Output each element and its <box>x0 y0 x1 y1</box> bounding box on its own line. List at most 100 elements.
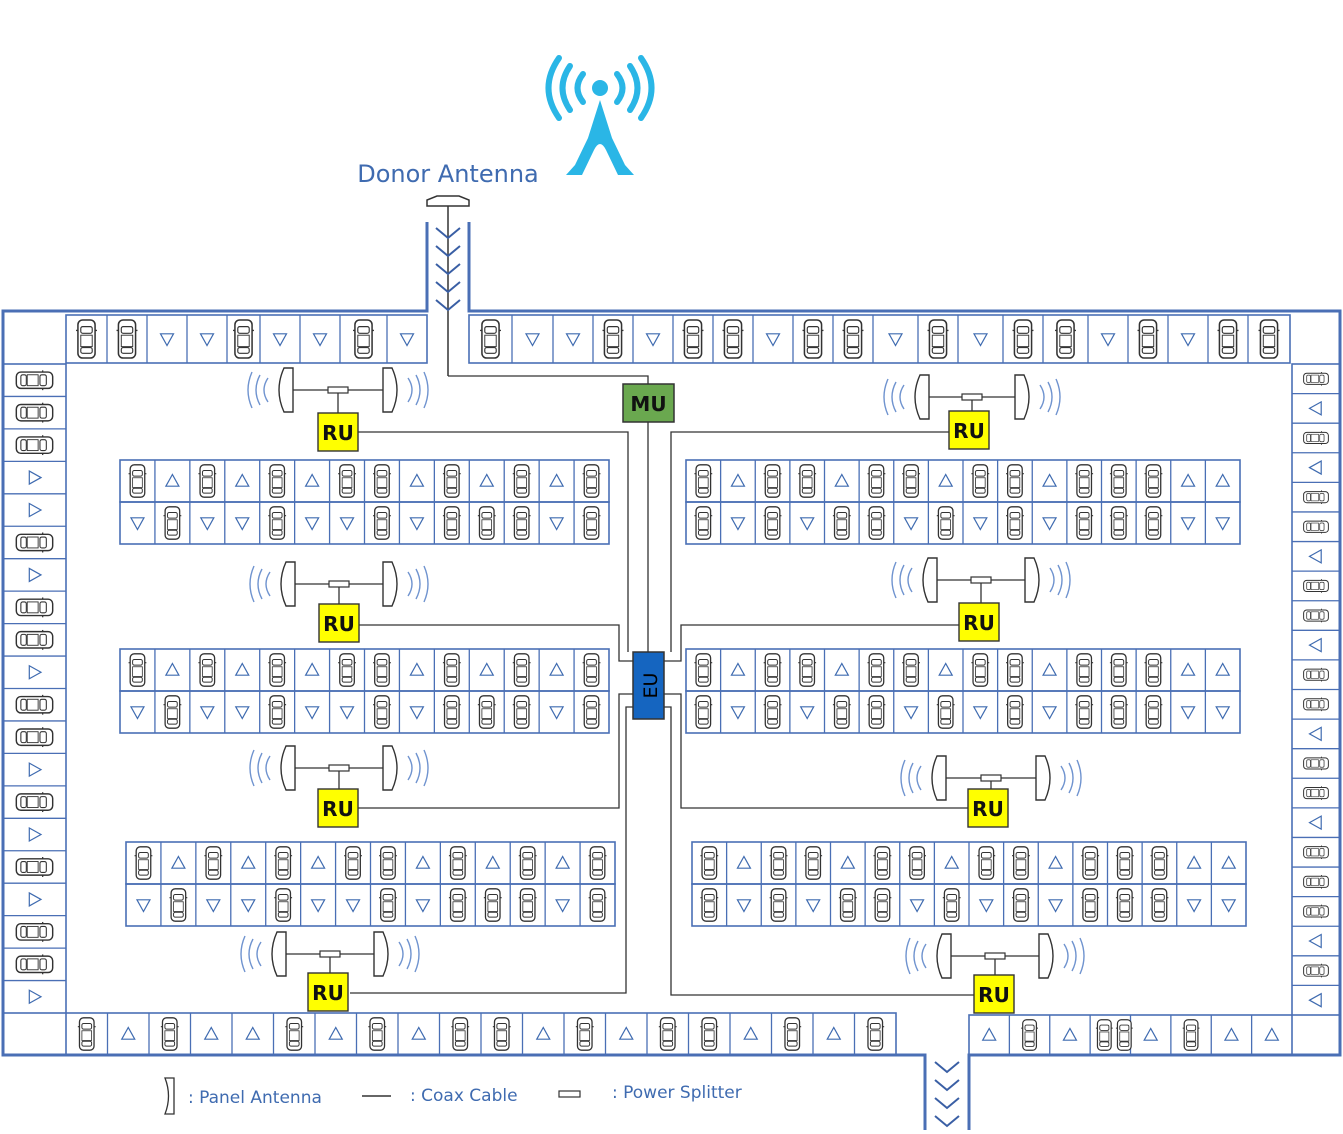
direction-arrow-icon <box>234 517 250 531</box>
car-icon <box>15 597 54 618</box>
car-icon <box>511 464 532 498</box>
car-icon <box>197 464 218 498</box>
antenna-group-8 <box>905 933 1085 979</box>
car-icon <box>442 653 462 687</box>
direction-arrow-icon <box>415 855 431 869</box>
car-icon <box>1095 1019 1114 1051</box>
car-icon <box>1074 653 1094 687</box>
car-icon <box>511 653 532 687</box>
car-icon <box>768 846 789 880</box>
direction-arrow-icon <box>234 706 250 720</box>
car-icon <box>872 888 893 922</box>
car-icon <box>1303 696 1329 712</box>
car-icon <box>15 727 54 748</box>
coax-cable <box>357 693 633 809</box>
signal-wave-icon <box>916 765 922 791</box>
car-icon <box>1303 519 1329 535</box>
panel-antenna-icon <box>1035 755 1051 801</box>
direction-arrow-icon <box>549 662 565 676</box>
car-icon <box>15 532 54 553</box>
legend-panel-antenna-label: : Panel Antenna <box>188 1088 322 1108</box>
direction-arrow-icon <box>479 662 495 676</box>
direction-arrow-icon <box>28 989 43 1005</box>
car-icon <box>1109 695 1129 729</box>
direction-arrow-icon <box>826 1026 842 1040</box>
direction-arrow-icon <box>304 473 320 487</box>
car-icon <box>372 653 392 687</box>
panel-antennas <box>240 367 1085 979</box>
direction-arrow-icon <box>234 473 250 487</box>
direction-arrow-icon <box>1048 855 1064 869</box>
direction-arrow-icon <box>339 517 355 531</box>
direction-arrow-icon <box>938 662 954 676</box>
direction-arrow-icon <box>164 662 180 676</box>
parking-block-left-1-bottom <box>119 501 610 545</box>
parking-top-left <box>65 314 428 364</box>
legend: : Panel Antenna : Coax Cable : Power Spl… <box>164 1077 742 1115</box>
coax-cables <box>350 375 976 996</box>
car-icon <box>160 1017 180 1051</box>
direction-arrow-icon <box>170 855 186 869</box>
car-icon <box>450 1017 470 1051</box>
car-icon <box>1303 489 1329 505</box>
signal-wave-icon <box>1063 943 1069 969</box>
car-icon <box>1005 695 1025 729</box>
direction-arrow-icon <box>1308 992 1322 1008</box>
direction-arrow-icon <box>834 662 850 676</box>
remote-unit-1: RU <box>317 412 359 452</box>
coax-cable <box>448 375 649 384</box>
remote-unit-3: RU <box>318 603 360 643</box>
car-icon <box>976 846 997 880</box>
car-icon <box>1011 888 1031 922</box>
panel-antenna-icon <box>373 931 389 977</box>
car-icon <box>232 319 255 359</box>
direction-arrow-icon <box>1223 1027 1239 1041</box>
direction-arrow-icon <box>618 1026 634 1040</box>
car-icon <box>1181 1019 1201 1051</box>
signal-wave-icon <box>414 935 420 973</box>
panel-antenna-icon <box>914 374 930 420</box>
car-icon <box>935 506 956 540</box>
signal-wave-icon <box>247 371 253 409</box>
direction-arrow-icon <box>840 855 856 869</box>
car-icon <box>1303 607 1329 624</box>
power-splitter-icon <box>319 950 341 958</box>
car-icon <box>15 921 54 942</box>
car-icon <box>378 888 398 922</box>
car-icon <box>479 319 502 359</box>
ru-label: RU <box>322 421 354 445</box>
direction-arrow-icon <box>887 333 904 347</box>
direction-arrow-icon <box>199 517 215 531</box>
direction-arrow-icon <box>240 899 256 913</box>
remote-unit-4: RU <box>958 602 1000 642</box>
signal-wave-icon <box>257 568 263 600</box>
signal-wave-icon <box>1049 567 1055 593</box>
direction-arrow-icon <box>903 517 919 531</box>
car-icon <box>517 888 538 922</box>
car-icon <box>273 888 293 922</box>
signal-wave-icon <box>1065 561 1071 599</box>
legend-panel-antenna-icon <box>164 1077 175 1115</box>
eu-label: EU <box>640 673 662 699</box>
panel-antenna-icon <box>1024 557 1040 603</box>
remote-unit-8: RU <box>973 974 1015 1014</box>
direction-arrow-icon <box>304 706 320 720</box>
direction-arrow-icon <box>399 333 415 347</box>
direction-arrow-icon <box>28 827 43 843</box>
direction-arrow-icon <box>240 855 256 869</box>
panel-antenna-icon <box>1038 933 1054 979</box>
direction-arrow-icon <box>1215 662 1231 676</box>
direction-arrow-icon <box>645 333 661 347</box>
direction-arrow-icon <box>1308 815 1322 831</box>
car-icon <box>699 1017 719 1051</box>
car-icon <box>127 653 148 687</box>
direction-arrow-icon <box>409 473 425 487</box>
parking-left-side <box>2 363 67 1014</box>
direction-arrow-icon <box>549 706 565 720</box>
direction-arrow-icon <box>411 1026 427 1040</box>
car-icon <box>970 653 991 687</box>
signal-wave-icon <box>265 571 271 597</box>
car-icon <box>352 319 375 359</box>
car-icon <box>762 653 783 687</box>
parking-bottom-right <box>968 1014 1293 1056</box>
